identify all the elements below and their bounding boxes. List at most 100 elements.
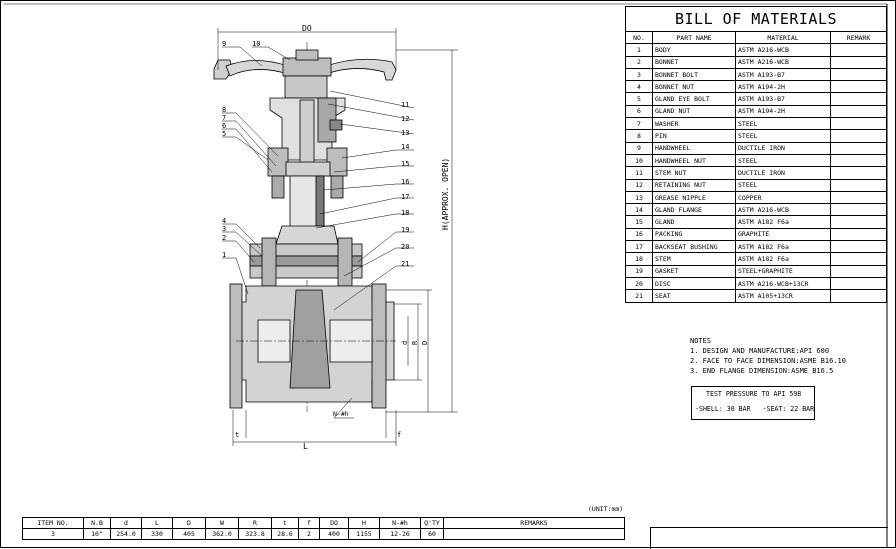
handwheel-shape bbox=[213, 49, 397, 81]
bom-cell-remark bbox=[830, 227, 887, 242]
bom-cell-part-name: GLAND FLANGE bbox=[652, 203, 736, 217]
valve-body-shape bbox=[229, 283, 396, 409]
spec-header-cell: DO bbox=[319, 517, 349, 529]
bom-cell-no: 20 bbox=[625, 276, 653, 291]
callout-number: 12 bbox=[401, 115, 409, 123]
spec-header-cell: L bbox=[141, 517, 173, 529]
bom-cell-material: ASTM A182 F6a bbox=[735, 215, 831, 229]
bom-cell-no: 14 bbox=[625, 203, 653, 217]
bom-cell-no: 12 bbox=[625, 178, 653, 192]
bom-header-no: NO. bbox=[625, 30, 653, 45]
spec-value-cell: 330 bbox=[141, 528, 173, 540]
spec-value-cell: 28.6 bbox=[271, 528, 299, 540]
spec-header-cell: H bbox=[348, 517, 380, 529]
bom-cell-material: ASTM A216-WCB bbox=[735, 203, 831, 217]
bom-cell-part-name: STEM NUT bbox=[652, 166, 736, 180]
callout-number: 18 bbox=[401, 209, 409, 217]
bom-cell-remark bbox=[830, 276, 887, 291]
bom-cell-part-name: GASKET bbox=[652, 264, 736, 278]
bom-cell-part-name: HANDWHEEL bbox=[652, 141, 736, 155]
dim-d-label: d bbox=[401, 341, 409, 345]
bom-cell-part-name: BONNET bbox=[652, 55, 736, 69]
notes-title: NOTES bbox=[690, 337, 712, 345]
spec-value-cell: 60 bbox=[420, 528, 444, 540]
callout-number: 20 bbox=[401, 243, 409, 251]
notes-block: NOTES 1. DESIGN AND MANUFACTURE:API 600 … bbox=[690, 336, 846, 376]
spec-value-cell: 362.0 bbox=[205, 528, 239, 540]
dim-height-label: H(APPROX. OPEN) bbox=[441, 158, 450, 230]
shell-pressure: -SHELL: 30 BAR bbox=[695, 405, 751, 413]
test-pressure-values: -SHELL: 30 BAR -SEAT: 22 BAR bbox=[695, 405, 814, 413]
spec-header-cell: ITEM NO. bbox=[22, 517, 84, 529]
dim-t-label: t bbox=[235, 431, 239, 439]
bom-cell-no: 2 bbox=[625, 55, 653, 69]
callout-number: 3 bbox=[222, 225, 226, 233]
callout-number: 13 bbox=[401, 129, 409, 137]
bom-cell-part-name: GREASE NIPPLE bbox=[652, 190, 736, 205]
spec-value-cell: 254.0 bbox=[110, 528, 142, 540]
spec-value-cell: 12-26 bbox=[379, 528, 421, 540]
bom-cell-remark bbox=[830, 240, 887, 254]
title-block-corner bbox=[650, 527, 888, 549]
callout-number: 2 bbox=[222, 234, 226, 242]
bom-cell-material: ASTM A216-WCB bbox=[735, 43, 831, 57]
bom-cell-remark bbox=[830, 141, 887, 155]
bom-cell-no: 18 bbox=[625, 252, 653, 266]
bom-cell-no: 6 bbox=[625, 104, 653, 119]
note-item: 1. DESIGN AND MANUFACTURE:API 600 bbox=[690, 347, 830, 355]
bom-cell-material: STEEL bbox=[735, 117, 831, 131]
spec-header-cell: t bbox=[271, 517, 299, 529]
bom-cell-part-name: GLAND EYE BOLT bbox=[652, 92, 736, 106]
bom-cell-material: STEEL+GRAPHITE bbox=[735, 264, 831, 278]
yoke-shape bbox=[267, 75, 348, 241]
bom-cell-material: DUCTILE IRON bbox=[735, 141, 831, 155]
bom-cell-material: ASTM A216-WCB bbox=[735, 55, 831, 69]
bom-cell-no: 10 bbox=[625, 153, 653, 168]
bom-cell-remark bbox=[830, 153, 887, 168]
bom-cell-no: 7 bbox=[625, 117, 653, 131]
bom-cell-part-name: PIN bbox=[652, 129, 736, 143]
bom-cell-material: ASTM A194-2H bbox=[735, 80, 831, 94]
bom-cell-part-name: WASHER bbox=[652, 117, 736, 131]
bom-cell-material: ASTM A193-B7 bbox=[735, 92, 831, 106]
bom-cell-part-name: BACKSEAT BUSHING bbox=[652, 240, 736, 254]
bom-cell-material: ASTM A182 F6a bbox=[735, 252, 831, 266]
spec-header-cell: D bbox=[172, 517, 206, 529]
bom-cell-part-name: GLAND NUT bbox=[652, 104, 736, 119]
bom-cell-remark bbox=[830, 92, 887, 106]
bom-header-material: MATERIAL bbox=[735, 30, 831, 45]
callout-number: 21 bbox=[401, 260, 409, 268]
bom-cell-part-name: BONNET NUT bbox=[652, 80, 736, 94]
bom-cell-material: ASTM A105+13CR bbox=[735, 289, 831, 303]
bom-cell-remark bbox=[830, 104, 887, 119]
bom-cell-remark bbox=[830, 117, 887, 131]
callout-number: 4 bbox=[222, 217, 226, 225]
spec-header-cell: R bbox=[238, 517, 272, 529]
bom-cell-part-name: BONNET BOLT bbox=[652, 67, 736, 82]
spec-value-cell bbox=[443, 528, 625, 540]
bom-cell-no: 4 bbox=[625, 80, 653, 94]
bom-cell-no: 1 bbox=[625, 43, 653, 57]
callout-number: 11 bbox=[401, 101, 409, 109]
spec-header-cell: W bbox=[205, 517, 239, 529]
callout-number: 14 bbox=[401, 143, 409, 151]
bom-cell-no: 5 bbox=[625, 92, 653, 106]
bom-cell-no: 13 bbox=[625, 190, 653, 205]
dim-f-label: f bbox=[397, 431, 401, 439]
bom-cell-material: COPPER bbox=[735, 190, 831, 205]
dim-bolts-label: N-#h bbox=[333, 410, 349, 418]
callout-number: 1 bbox=[222, 251, 226, 259]
bom-cell-remark bbox=[830, 215, 887, 229]
bill-of-materials: BILL OF MATERIALS NO. PART NAME MATERIAL… bbox=[625, 6, 887, 303]
bom-cell-material: DUCTILE IRON bbox=[735, 166, 831, 180]
note-item: 2. FACE TO FACE DIMENSION:ASME B16.10 bbox=[690, 357, 846, 365]
spec-header-cell: N-#h bbox=[379, 517, 421, 529]
